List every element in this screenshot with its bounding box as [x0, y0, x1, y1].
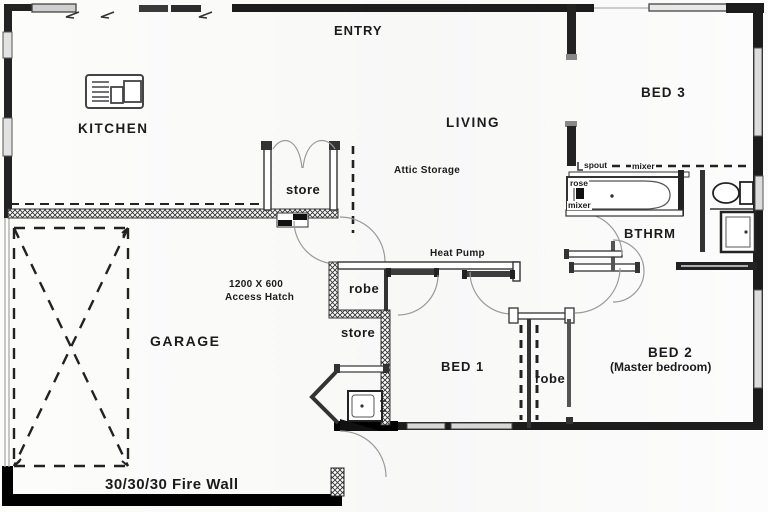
bathroom [565, 162, 757, 254]
robe-corridor [508, 307, 575, 428]
hall-door-arc-2 [339, 216, 386, 263]
heat-pump-wall [337, 261, 521, 282]
label-heat-pump: Heat Pump [430, 248, 485, 259]
label-bed1: BED 1 [441, 359, 485, 374]
window-top-1 [31, 3, 77, 13]
label-store-hall: store [341, 325, 376, 340]
window-left-2 [2, 117, 13, 157]
window-bed2 [753, 289, 763, 389]
wall-wedge [340, 419, 380, 431]
label-fire-wall: 30/30/30 Fire Wall [105, 476, 239, 493]
tick-mark-2 [100, 11, 115, 19]
drain [610, 194, 614, 198]
label-access-hatch: Access Hatch [225, 292, 295, 303]
toilet [712, 181, 754, 205]
garage-entry-door-arc [339, 430, 387, 478]
door-leaf-2 [465, 271, 512, 277]
label-garage: GARAGE [150, 333, 221, 349]
laundry-tub [347, 390, 386, 422]
angled-wall [309, 370, 340, 425]
label-access-hatch-size: 1200 X 600 [229, 279, 284, 290]
label-attic-storage: Attic Storage [394, 165, 461, 176]
label-mixer-side: mixer [567, 200, 592, 210]
label-kitchen: KITCHEN [78, 121, 149, 136]
label-spout: spout [583, 160, 609, 170]
window-bathroom [754, 175, 764, 211]
label-bed2: BED 2 [648, 345, 693, 360]
garage-parking-cross [12, 226, 130, 468]
store-upper-room [261, 139, 340, 228]
window-top-3 [171, 5, 201, 12]
parking-corner-ticks [13, 227, 129, 467]
laundry-nook [309, 370, 386, 431]
window-bed1-bottom-1 [406, 422, 446, 430]
label-rose: rose [569, 178, 589, 188]
label-robe-hall: robe [349, 281, 380, 296]
label-entry: ENTRY [334, 23, 383, 38]
kitchen-garage-wall [7, 208, 339, 219]
tick-mark-1 [65, 11, 80, 19]
label-bed3: BED 3 [641, 85, 686, 100]
bathroom-lobby [564, 212, 623, 314]
exterior-walls [2, 3, 764, 431]
store-door-arc-right [302, 139, 336, 169]
bed1-door-arc-right [469, 271, 513, 315]
label-mixer-top: mixer [631, 161, 656, 171]
label-store-upper: store [286, 182, 321, 197]
fire-wall [2, 466, 345, 506]
label-bed2-note: (Master bedroom) [610, 360, 712, 374]
label-robe-corridor: robe [535, 371, 566, 386]
bed1-door-arc-left [397, 274, 439, 316]
kitchen-sink-unit [85, 74, 144, 109]
window-left-1 [2, 31, 13, 59]
window-bed1-bottom-2 [450, 422, 513, 430]
label-living: LIVING [446, 115, 501, 130]
door-leaf-1 [389, 269, 436, 275]
garage-door-opening [4, 218, 10, 467]
hall-closet-walls [328, 261, 391, 426]
store-door-arc-left [272, 139, 303, 169]
shower-rose-icon [576, 188, 584, 199]
window-top-2 [139, 5, 168, 12]
label-bathroom: BTHRM [624, 226, 676, 241]
bathroom-door-arc [579, 212, 623, 256]
window-bed3-side [753, 47, 763, 137]
bed3-wall-stubs [565, 4, 577, 166]
tick-mark-3 [198, 11, 213, 19]
vanity-basin [719, 210, 757, 254]
hall-lobby-door-arc [574, 267, 621, 314]
bed2-door-arc [612, 239, 645, 303]
window-bed3-top [648, 3, 730, 12]
